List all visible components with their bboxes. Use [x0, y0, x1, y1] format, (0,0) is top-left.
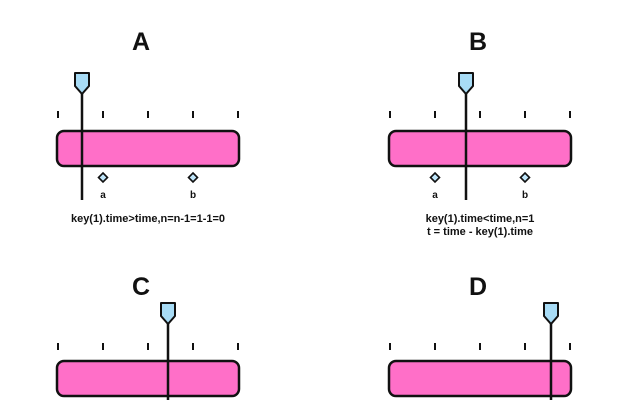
panel-b: B a b key(1).time<time,n=1 t = time - ke… — [387, 28, 573, 238]
keyframe-label: b — [522, 190, 528, 201]
playhead-marker-icon[interactable] — [74, 72, 90, 95]
keyframe-label: a — [100, 190, 106, 201]
panel-b-caption-line-1: key(1).time<time,n=1 — [426, 213, 535, 225]
ruler-ticks — [389, 343, 571, 350]
keyframe-b[interactable]: b — [187, 171, 199, 201]
clip-bar — [55, 129, 241, 168]
panel-a-caption: key(1).time>time,n=n-1=1-1=0 — [71, 213, 225, 225]
ruler-ticks — [57, 343, 239, 350]
clip-bar — [55, 359, 241, 398]
playhead-marker-icon[interactable] — [160, 302, 176, 325]
keyframe-label: b — [190, 190, 196, 201]
playhead-marker-icon[interactable] — [543, 302, 559, 325]
panel-d-title: D — [469, 273, 487, 301]
keyframe-a[interactable]: a — [97, 171, 109, 201]
keyframe-label: a — [432, 190, 438, 201]
panel-c: C — [55, 273, 241, 400]
keyframe-b[interactable]: b — [519, 171, 531, 201]
panel-c-title: C — [132, 273, 150, 301]
diamond-keyframe-icon[interactable] — [187, 171, 199, 184]
playhead-marker-icon[interactable] — [458, 72, 474, 95]
panel-b-title: B — [469, 28, 487, 56]
ruler-ticks — [389, 111, 571, 118]
ruler-ticks — [57, 111, 239, 118]
panel-a: A a b key(1).time>time,n=n-1=1-1=0 — [55, 28, 241, 225]
diamond-keyframe-icon[interactable] — [519, 171, 531, 184]
clip-bar — [387, 129, 573, 168]
diamond-keyframe-icon[interactable] — [429, 171, 441, 184]
keyframe-a[interactable]: a — [429, 171, 441, 201]
panel-b-caption-line-2: t = time - key(1).time — [427, 226, 533, 238]
clip-bar — [387, 359, 573, 398]
diamond-keyframe-icon[interactable] — [97, 171, 109, 184]
panel-d: D — [387, 273, 573, 400]
panel-a-title: A — [132, 28, 150, 56]
